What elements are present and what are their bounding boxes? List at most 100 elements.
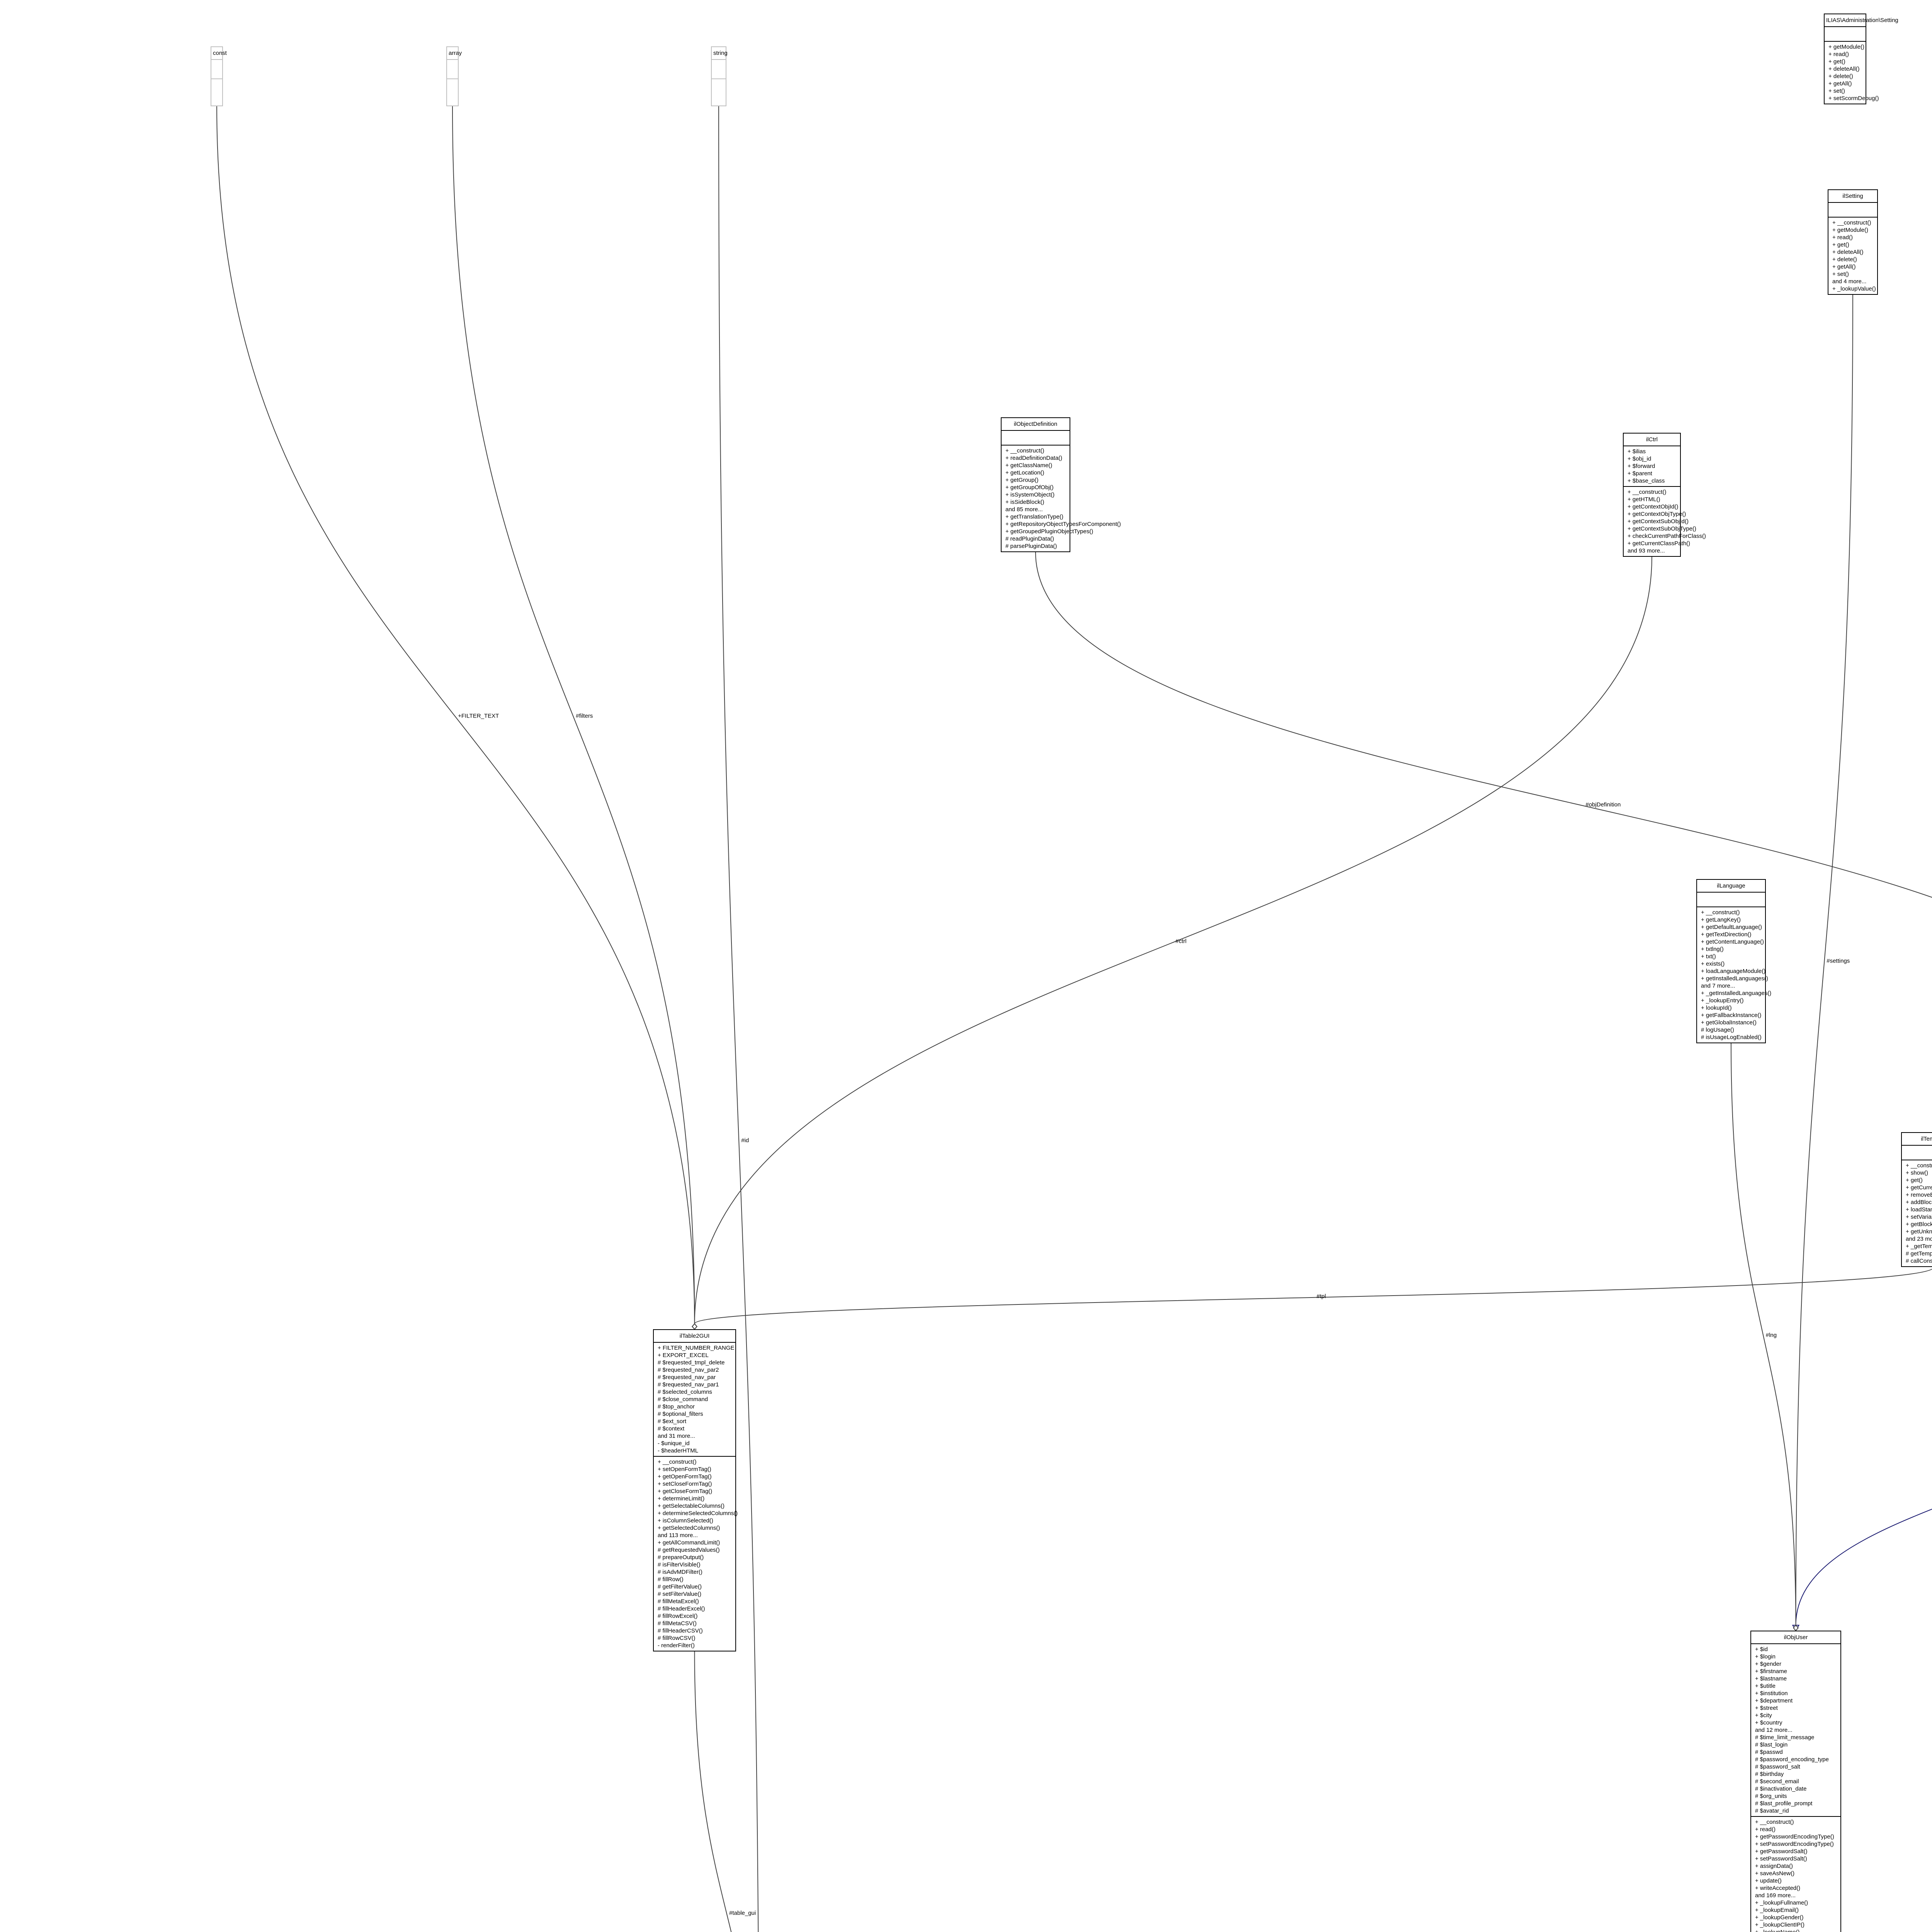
attribute: + $lastname bbox=[1755, 1675, 1787, 1682]
operation: + _lookupGender() bbox=[1755, 1914, 1804, 1921]
operation: + setCloseFormTag() bbox=[658, 1481, 712, 1487]
attribute: + $city bbox=[1755, 1712, 1772, 1719]
attribute: + $institution bbox=[1755, 1690, 1788, 1697]
operation: # readPluginData() bbox=[1005, 536, 1054, 542]
attribute: # $selected_columns bbox=[658, 1389, 712, 1395]
operation: + get() bbox=[1832, 242, 1849, 248]
operation: # fillRowExcel() bbox=[658, 1613, 698, 1619]
operation: + __construct() bbox=[658, 1459, 697, 1465]
attribute: # $password_encoding_type bbox=[1755, 1756, 1829, 1763]
attribute: # $optional_filters bbox=[658, 1411, 703, 1417]
class-operations bbox=[447, 79, 458, 105]
operation: # getFilterValue() bbox=[658, 1583, 702, 1590]
operation: + getAll() bbox=[1832, 264, 1856, 270]
class-attributes bbox=[211, 60, 222, 79]
operation: + setPasswordEncodingType() bbox=[1755, 1841, 1834, 1847]
operation: and 85 more... bbox=[1005, 506, 1043, 513]
operation: + getCurrentBlock() bbox=[1906, 1184, 1932, 1191]
operation: + getFallbackInstance() bbox=[1701, 1012, 1762, 1019]
attribute: # $requested_nav_par2 bbox=[658, 1367, 719, 1373]
operation: + __construct() bbox=[1701, 909, 1740, 916]
attribute: - $unique_id bbox=[658, 1440, 690, 1447]
class-box-ilobjuser[interactable]: ilObjUser+ $id+ $login+ $gender+ $firstn… bbox=[1750, 1631, 1841, 1932]
aggregation-diamond-icon bbox=[692, 1323, 697, 1330]
operation: + _getInstalledLanguages() bbox=[1701, 990, 1772, 997]
operation: + get() bbox=[1906, 1177, 1923, 1184]
operation: + exists() bbox=[1701, 961, 1725, 967]
operation: + getOpenFormTag() bbox=[658, 1473, 712, 1480]
operation: + get() bbox=[1828, 58, 1845, 65]
attribute: + $firstname bbox=[1755, 1668, 1787, 1675]
class-box-ilctrl[interactable]: ilCtrl+ $ilias+ $obj_id+ $forward+ $pare… bbox=[1623, 433, 1706, 557]
operation: + _lookupFullname() bbox=[1755, 1900, 1808, 1906]
operation: + delete() bbox=[1828, 73, 1853, 80]
class-operations: + __construct()+ getLangKey()+ getDefaul… bbox=[1697, 907, 1772, 1043]
class-operations: + __construct()+ getModule()+ read()+ ge… bbox=[1828, 218, 1877, 294]
operation: + getTextDirection() bbox=[1701, 931, 1752, 938]
attribute: + $forward bbox=[1628, 463, 1655, 469]
operation: + loadLanguageModule() bbox=[1701, 968, 1766, 975]
class-name: ilCtrl bbox=[1624, 434, 1680, 446]
association-edge bbox=[694, 1269, 1932, 1324]
class-box-const[interactable]: const bbox=[211, 46, 227, 106]
attribute: + $obj_id bbox=[1628, 456, 1651, 462]
class-operations: + __construct()+ read()+ getPasswordEnco… bbox=[1751, 1817, 1840, 1932]
class-attributes bbox=[447, 60, 458, 79]
class-attributes: + FILTER_NUMBER_RANGE+ EXPORT_EXCEL# $re… bbox=[654, 1343, 735, 1457]
operation: + lookupId() bbox=[1701, 1005, 1732, 1011]
operation: + setScormDebug() bbox=[1828, 95, 1879, 102]
class-attributes bbox=[1697, 893, 1765, 907]
class-name: ilTable2GUI bbox=[654, 1330, 735, 1343]
operation: + setVariable() bbox=[1906, 1214, 1932, 1220]
operation: + getTranslationType() bbox=[1005, 514, 1063, 520]
attribute: # $passwd bbox=[1755, 1749, 1783, 1755]
operation: + determineLimit() bbox=[658, 1495, 705, 1502]
class-operations: + __construct()+ getHTML()+ getContextOb… bbox=[1624, 487, 1706, 556]
operation: # getTemplatePath() bbox=[1906, 1250, 1932, 1257]
operation: + getPasswordEncodingType() bbox=[1755, 1833, 1834, 1840]
operation: + getPasswordSalt() bbox=[1755, 1848, 1808, 1855]
edge-label: #objDefinition bbox=[1586, 801, 1621, 808]
operation: + getGroupedPluginObjectTypes() bbox=[1005, 528, 1094, 535]
attribute: + $id bbox=[1755, 1646, 1768, 1653]
operation: and 113 more... bbox=[658, 1532, 698, 1539]
operation: + getAll() bbox=[1828, 80, 1852, 87]
operation: + addBlockFile() bbox=[1906, 1199, 1932, 1206]
edge-label: #table_gui bbox=[729, 1910, 756, 1917]
attribute: + $country bbox=[1755, 1719, 1782, 1726]
class-box-iltable2gui[interactable]: ilTable2GUI+ FILTER_NUMBER_RANGE+ EXPORT… bbox=[653, 1329, 738, 1651]
operation: + getContentLanguage() bbox=[1701, 939, 1764, 945]
operation: + readDefinitionData() bbox=[1005, 455, 1063, 461]
class-operations: + __construct()+ show()+ get()+ getCurre… bbox=[1902, 1160, 1932, 1266]
attribute: # $close_command bbox=[658, 1396, 708, 1403]
class-operations: + __construct()+ setOpenFormTag()+ getOp… bbox=[654, 1457, 738, 1651]
class-attributes bbox=[712, 60, 726, 79]
operation: + getModule() bbox=[1828, 44, 1864, 50]
class-box-setting[interactable]: ILIAS\Administration\Setting+ getModule(… bbox=[1824, 14, 1898, 104]
operation: + checkCurrentPathForClass() bbox=[1628, 533, 1706, 539]
attribute: # $requested_tmpl_delete bbox=[658, 1359, 725, 1366]
aggregation-diamond-icon bbox=[1793, 1624, 1799, 1631]
association-edge bbox=[694, 1651, 732, 1932]
class-box-iltemplate[interactable]: ilTemplate+ __construct()+ show()+ get()… bbox=[1901, 1132, 1932, 1267]
class-box-ilsetting[interactable]: ilSetting+ __construct()+ getModule()+ r… bbox=[1828, 189, 1878, 295]
class-box-illanguage[interactable]: ilLanguage+ __construct()+ getLangKey()+… bbox=[1696, 879, 1772, 1043]
attribute: # $last_login bbox=[1755, 1742, 1788, 1748]
class-name: const bbox=[211, 47, 227, 60]
class-box-array[interactable]: array bbox=[446, 46, 462, 106]
operation: # callConstructor() bbox=[1906, 1258, 1932, 1264]
operation: + getLangKey() bbox=[1701, 917, 1741, 923]
association-edge bbox=[452, 106, 695, 1324]
class-attributes bbox=[1828, 203, 1877, 218]
operation: # logUsage() bbox=[1701, 1027, 1734, 1033]
class-box-string[interactable]: string bbox=[711, 46, 728, 106]
edge-label: #lng bbox=[1766, 1332, 1777, 1338]
attribute: + $parent bbox=[1628, 470, 1652, 477]
association-edge bbox=[1731, 1043, 1796, 1626]
operation: + isSideBlock() bbox=[1005, 499, 1044, 505]
operation: + getModule() bbox=[1832, 227, 1868, 233]
operation: + loadStandardTemplate() bbox=[1906, 1206, 1932, 1213]
attribute: + EXPORT_EXCEL bbox=[658, 1352, 709, 1359]
class-box-ilobjectdefinition[interactable]: ilObjectDefinition+ __construct()+ readD… bbox=[1001, 417, 1121, 552]
